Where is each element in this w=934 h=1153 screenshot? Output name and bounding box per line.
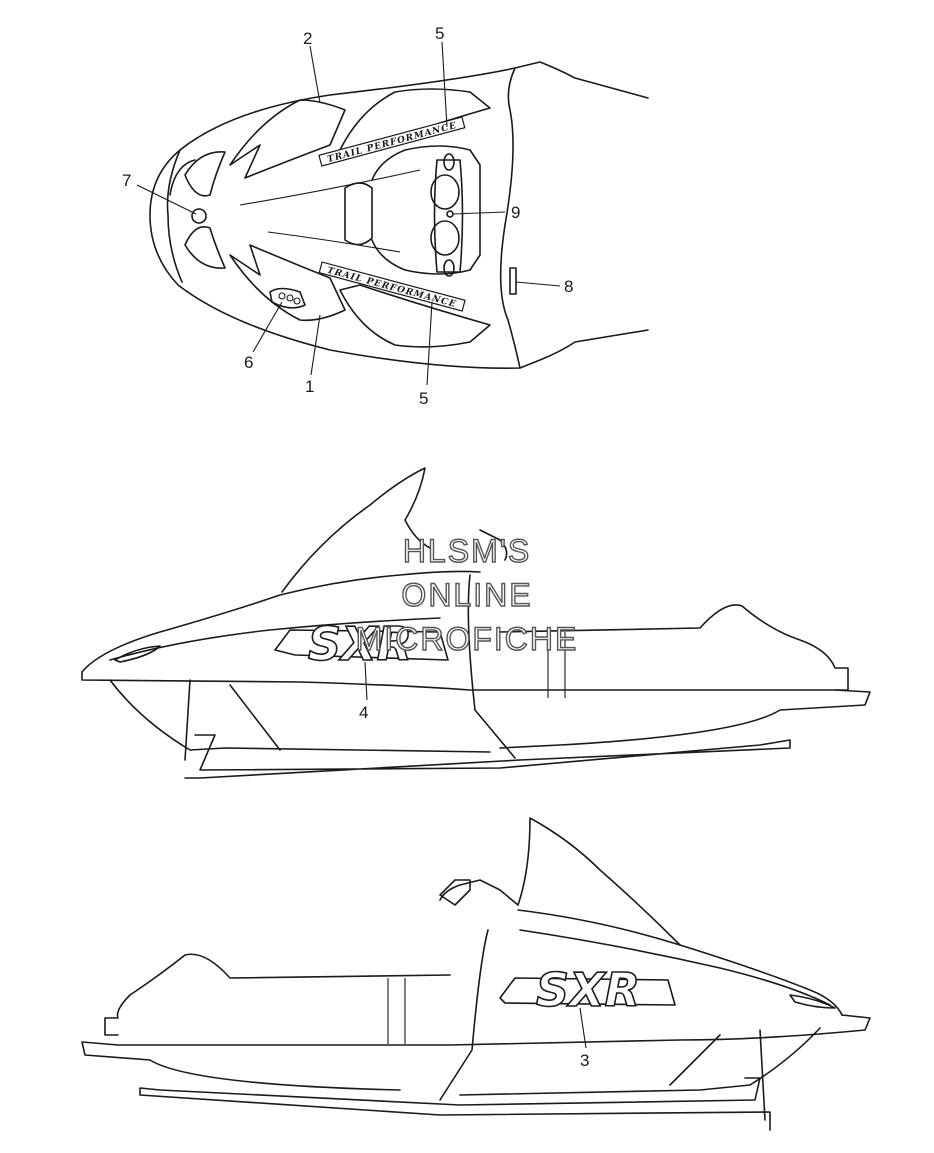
callout-6: 6 — [244, 353, 253, 372]
seat-strut-right — [387, 978, 406, 1044]
callout-5-bottom: 5 — [419, 389, 428, 408]
spindle-left — [184, 679, 281, 761]
leader-5a — [441, 41, 448, 128]
right-side-view: SXR 3 — [81, 817, 871, 1131]
handlebar-right — [439, 879, 519, 1101]
leader-7 — [136, 184, 197, 215]
callout-1: 1 — [305, 377, 314, 396]
watermark: HLSM'S ONLINE MICROFICHE — [355, 532, 579, 657]
tunnel-right — [81, 1014, 871, 1091]
hood-lower-right — [519, 929, 831, 1006]
left-side-view: SXR 4 — [81, 467, 871, 779]
sxr-decal-right: SXR — [536, 963, 640, 1017]
dash-panel — [371, 145, 481, 275]
hood-left — [81, 570, 481, 673]
body-lower-right — [459, 1027, 821, 1096]
leader-5b — [426, 301, 433, 386]
callout-3: 3 — [580, 1051, 589, 1070]
top-view: TRAIL PERFORMANCE TRAIL PERFORMANCE 2 5 … — [122, 24, 649, 408]
center-scoop — [344, 182, 373, 246]
hood-nose — [166, 149, 183, 283]
lower-graphic — [229, 244, 346, 322]
lower-graphic-2 — [339, 284, 491, 348]
leader-9 — [452, 211, 506, 215]
hood-centerline — [239, 169, 421, 253]
label-item8 — [509, 267, 517, 295]
gauge-top-small — [443, 153, 455, 171]
watermark-line-2: ONLINE — [401, 577, 532, 613]
hood-rear-edge — [499, 67, 521, 369]
headlight-left — [114, 645, 161, 663]
gauge-center-dot — [446, 210, 454, 218]
gauge-right — [430, 220, 460, 256]
sxr-outline-right — [499, 977, 676, 1006]
handlebar-left — [467, 529, 516, 759]
watermark-line-1: HLSM'S — [403, 533, 531, 569]
sxr-outline-left — [274, 629, 449, 661]
badge-dot-3 — [293, 297, 301, 305]
seat-right — [104, 953, 451, 1036]
upper-decal-text: TRAIL PERFORMANCE — [326, 121, 458, 165]
sxr-decal-left: SXR — [308, 617, 412, 671]
callout-5-top: 5 — [435, 24, 444, 43]
windshield-left — [281, 467, 431, 593]
body-lower-left — [109, 679, 491, 753]
callout-7: 7 — [122, 171, 131, 190]
leader-3 — [579, 1007, 587, 1049]
lower-vent-1 — [184, 226, 226, 269]
ski-right — [139, 1077, 771, 1131]
leader-8 — [515, 281, 561, 287]
leader-4 — [364, 661, 368, 701]
leader-6 — [252, 301, 283, 353]
badge-item6 — [269, 287, 306, 309]
watermark-line-3: MICROFICHE — [356, 621, 579, 657]
seat-left — [497, 604, 849, 691]
gauge-bottom-small — [443, 259, 455, 277]
gauge-housing — [433, 159, 464, 273]
windshield-right — [517, 817, 681, 946]
grip-right — [439, 879, 471, 906]
callout-8: 8 — [564, 277, 573, 296]
upper-vent-1 — [184, 151, 226, 197]
leader-2 — [309, 45, 321, 104]
headlight-right — [789, 994, 836, 1009]
tunnel-left — [81, 671, 871, 749]
leader-1 — [310, 314, 321, 376]
callout-2: 2 — [303, 29, 312, 48]
seat-strut-left — [547, 632, 566, 698]
callout-9: 9 — [511, 203, 520, 222]
badge-dot-1 — [278, 292, 286, 300]
lower-decal: TRAIL PERFORMANCE — [318, 261, 466, 312]
emblem-item7 — [191, 208, 207, 224]
upper-graphic — [229, 99, 346, 179]
hood-right — [517, 909, 843, 1016]
hood-outline — [149, 61, 649, 369]
gauge-left — [430, 174, 460, 210]
ski-left — [184, 734, 791, 779]
callout-4: 4 — [359, 703, 368, 722]
badge-dot-2 — [286, 294, 294, 302]
spindle-right — [669, 1029, 766, 1121]
upper-vent-2 — [169, 159, 196, 196]
